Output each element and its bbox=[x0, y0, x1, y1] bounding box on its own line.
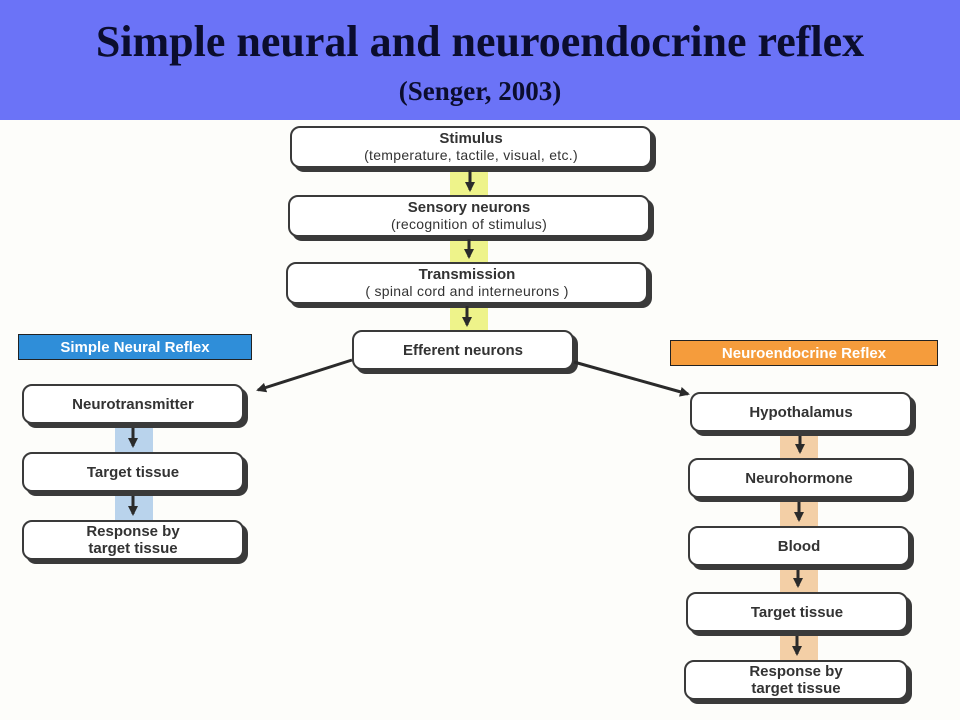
hypothalamus-box: Hypothalamus bbox=[690, 392, 912, 432]
neurotransmitter-box: Neurotransmitter bbox=[22, 384, 244, 424]
neural-response-box: Response by target tissue bbox=[22, 520, 244, 560]
neuroendocrine-response-line-1: Response by bbox=[749, 663, 843, 680]
simple-neural-reflex-label: Simple Neural Reflex bbox=[18, 334, 252, 360]
citation: (Senger, 2003) bbox=[398, 76, 562, 106]
blood-label: Blood bbox=[777, 537, 821, 555]
efferent-title: Efferent neurons bbox=[402, 341, 523, 359]
page-title: Simple neural and neuroendocrine reflex bbox=[95, 17, 865, 66]
sensory-neurons-box: Sensory neurons (recognition of stimulus… bbox=[288, 195, 650, 237]
neural-response-line-1: Response by bbox=[86, 523, 180, 540]
efferent-neurons-box: Efferent neurons bbox=[352, 330, 574, 370]
stimulus-box: Stimulus (temperature, tactile, visual, … bbox=[290, 126, 652, 168]
neuroendocrine-reflex-label: Neuroendocrine Reflex bbox=[670, 340, 938, 366]
neuroendocrine-target-tissue-label: Target tissue bbox=[750, 603, 844, 621]
stimulus-title: Stimulus bbox=[439, 130, 503, 147]
hypothalamus-label: Hypothalamus bbox=[749, 403, 853, 421]
neuroendocrine-target-tissue-box: Target tissue bbox=[686, 592, 908, 632]
neural-response-line-2: target tissue bbox=[88, 540, 178, 557]
transmission-detail: ( spinal cord and interneurons ) bbox=[365, 283, 569, 299]
neurotransmitter-label: Neurotransmitter bbox=[72, 395, 194, 413]
sensory-title: Sensory neurons bbox=[407, 199, 531, 216]
neural-target-tissue-label: Target tissue bbox=[86, 463, 180, 481]
neuroendocrine-response-box: Response by target tissue bbox=[684, 660, 908, 700]
neurohormone-label: Neurohormone bbox=[745, 469, 853, 487]
main-flow-band bbox=[450, 166, 488, 332]
neural-target-tissue-box: Target tissue bbox=[22, 452, 244, 492]
transmission-title: Transmission bbox=[418, 266, 516, 283]
neuroendocrine-response-line-2: target tissue bbox=[751, 680, 841, 697]
neurohormone-box: Neurohormone bbox=[688, 458, 910, 498]
sensory-detail: (recognition of stimulus) bbox=[390, 216, 548, 232]
blood-box: Blood bbox=[688, 526, 910, 566]
transmission-box: Transmission ( spinal cord and interneur… bbox=[286, 262, 648, 304]
header-banner: Simple neural and neuroendocrine reflex … bbox=[0, 0, 960, 120]
stimulus-detail: (temperature, tactile, visual, etc.) bbox=[364, 147, 578, 163]
